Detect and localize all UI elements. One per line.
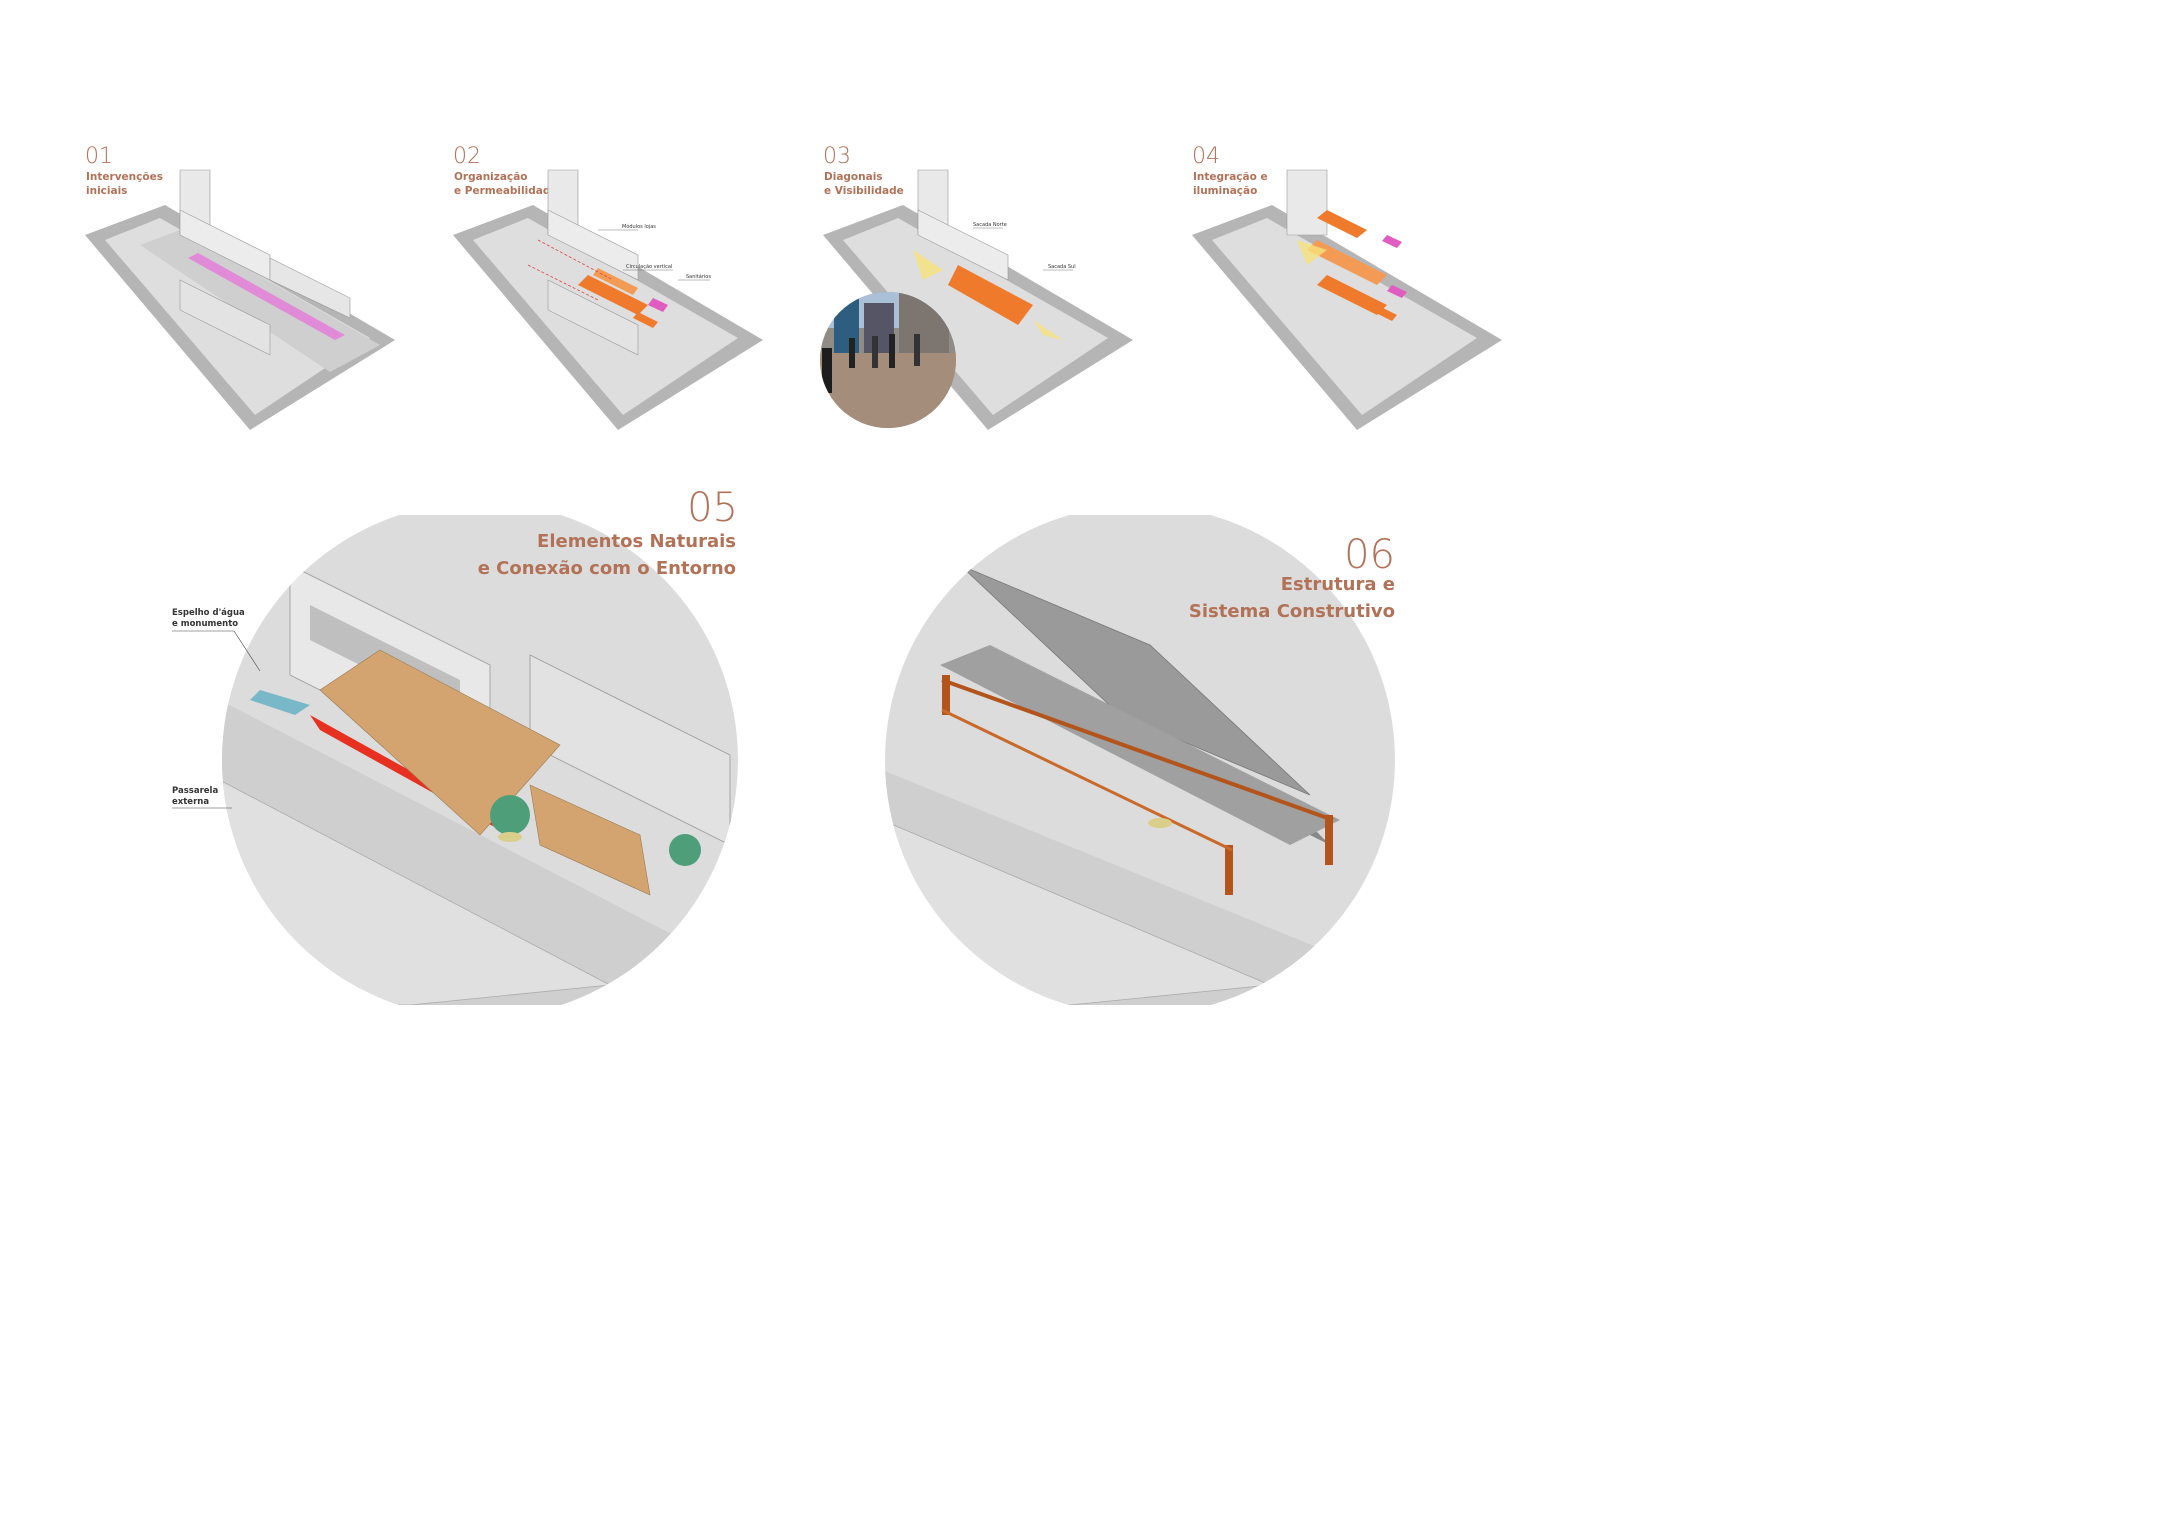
step-03-axonometric: Sacada Norte Sacada Sul — [823, 169, 1133, 430]
step-02: 02 Organização e Permeabilidade Módulos … — [448, 140, 778, 440]
step-04-number: 04 — [1192, 144, 1220, 169]
detail-05-number: 05 — [687, 485, 738, 531]
step-03: 03 Diagonais e Visibilidade Sacada Norte… — [818, 140, 1148, 440]
detail-06-title-line2: Sistema Construtivo — [1188, 601, 1395, 622]
step-01-axonometric — [85, 169, 395, 430]
step-01-caption-line1: Intervenções — [86, 171, 163, 183]
detail-05-title-line2: e Conexão com o Entorno — [477, 558, 736, 579]
step-04: 04 Integração e iluminação — [1187, 140, 1517, 440]
shop-module-block — [578, 275, 648, 315]
step-01-caption-line2: iniciais — [86, 185, 128, 197]
step-04-caption-line2: iluminação — [1193, 185, 1258, 197]
annotation-espelho-line2: e monumento — [172, 619, 239, 629]
step-02-caption-line1: Organização — [454, 171, 528, 183]
step-03-caption-line1: Diagonais — [824, 171, 883, 183]
label-modulos-lojas: Módulos lojas — [622, 223, 656, 230]
annotation-espelho-line1: Espelho d'água — [172, 608, 245, 618]
annotation-passarela-line1: Passarela — [172, 786, 219, 796]
step-04-axonometric — [1192, 169, 1502, 430]
label-sacada-norte: Sacada Norte — [973, 222, 1007, 228]
step-02-axonometric: Módulos lojas Circulação vertical Sanitá… — [453, 169, 763, 430]
annotation-leader-lines — [172, 630, 261, 809]
step-04-caption-line1: Integração e — [1193, 171, 1268, 183]
step-02-number: 02 — [453, 144, 481, 169]
detail-06-illustration — [885, 515, 1395, 1005]
step-01: 01 Intervenções iniciais — [80, 140, 410, 440]
label-sacada-sul: Sacada Sul — [1048, 264, 1076, 270]
detail-06-title-line1: Estrutura e — [1280, 574, 1395, 595]
label-circulacao-vertical: Circulação vertical — [626, 264, 672, 270]
annotation-passarela-line2: externa — [172, 797, 210, 807]
step-02-caption-line2: e Permeabilidade — [454, 185, 558, 197]
detail-05-illustration — [222, 515, 738, 1005]
detail-06-number: 06 — [1344, 532, 1395, 578]
step-03-caption-line2: e Visibilidade — [824, 185, 904, 197]
detail-05-title-line1: Elementos Naturais — [537, 531, 736, 552]
step-01-number: 01 — [85, 144, 113, 169]
step-03-number: 03 — [823, 144, 851, 169]
label-sanitarios: Sanitários — [686, 273, 711, 280]
street-photo — [820, 292, 956, 428]
